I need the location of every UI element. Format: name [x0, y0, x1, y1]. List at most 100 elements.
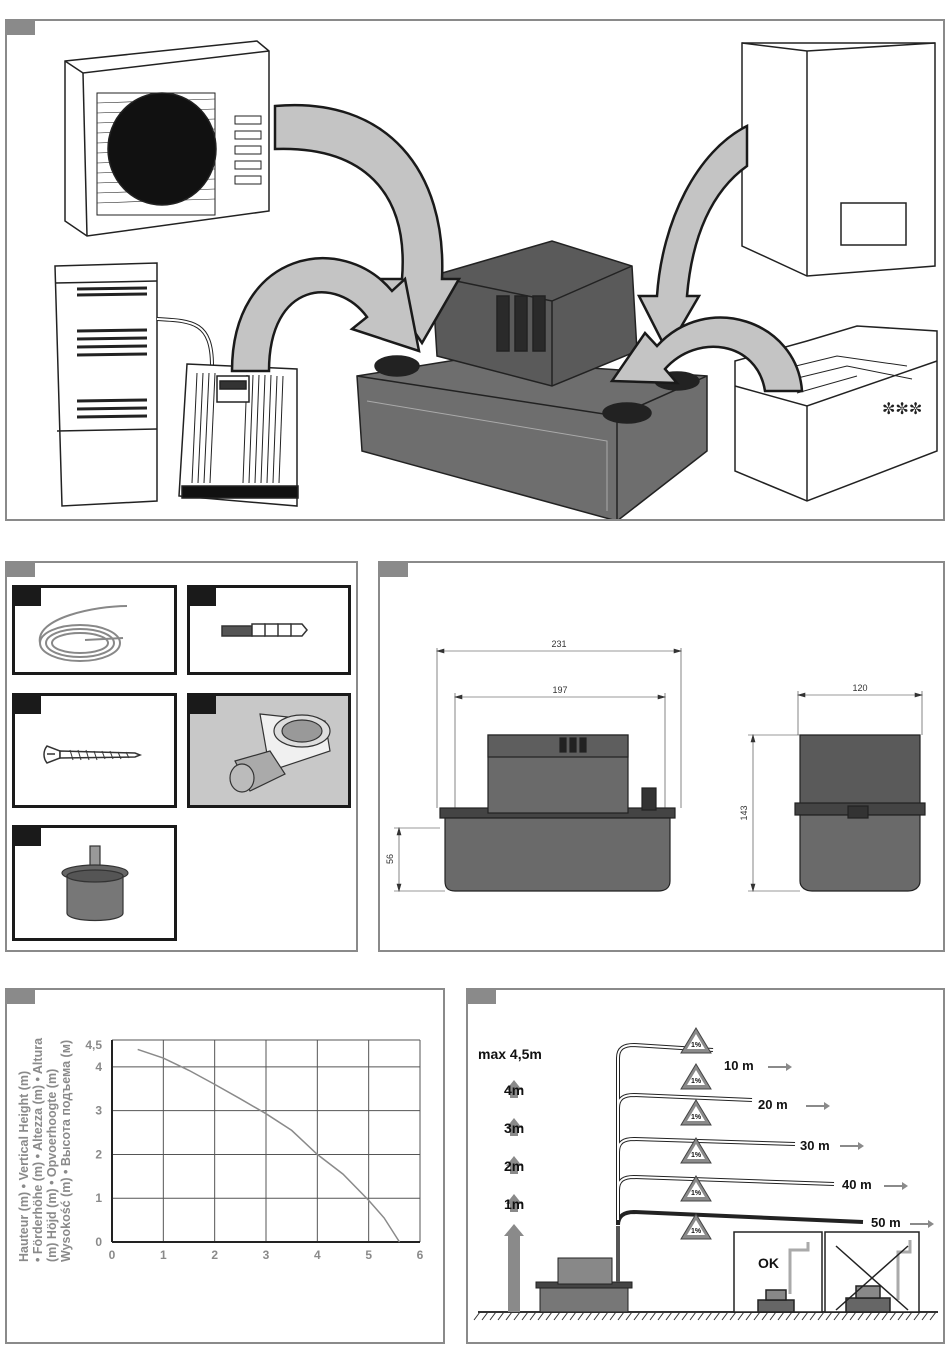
ground-hatch [698, 1312, 704, 1320]
ground-hatch [818, 1312, 824, 1320]
slope-badge-label: 1% [691, 1078, 702, 1085]
wall-plug-box [187, 585, 351, 675]
ground-hatch [874, 1312, 880, 1320]
ground-hatch [570, 1312, 576, 1320]
ground-hatch [682, 1312, 688, 1320]
y-tick-label: 1 [95, 1191, 102, 1205]
tube-coil-icon [15, 588, 175, 673]
ground-hatch [802, 1312, 808, 1320]
ok-installation-icon [734, 1232, 822, 1312]
y-tick-label: 0 [95, 1235, 102, 1249]
ground-hatch [826, 1312, 832, 1320]
dimension-drawing: 231 197 120 143 56 [380, 563, 943, 950]
ground-hatch [506, 1312, 512, 1320]
slope-badge-label: 1% [691, 1228, 702, 1235]
discharge-height-diagram: max 4,5m 4m 3m 2m 1m 1%1%1%1%1%1% [468, 990, 943, 1342]
ground-hatch [530, 1312, 536, 1320]
dim-depth: 120 [852, 683, 867, 693]
x-tick-label: 5 [365, 1248, 372, 1262]
slope-badge-label: 1% [691, 1114, 702, 1121]
x-tick-label: 6 [417, 1248, 424, 1262]
slope-badge-label: 1% [691, 1190, 702, 1197]
performance-chart-panel: Hauteur (m) • Vertical Height (m) • Förd… [5, 988, 445, 1344]
ground-hatch [922, 1312, 928, 1320]
outdoor-ac-unit-icon [65, 41, 269, 236]
y-tick-label: 2 [95, 1147, 102, 1161]
slope-badge-label: 1% [691, 1152, 702, 1159]
x-tick-label: 3 [263, 1248, 270, 1262]
applications-illustration: ✼✼✼ [7, 21, 943, 519]
accessories-panel [5, 561, 358, 952]
ground-hatch [658, 1312, 664, 1320]
ground-hatch [626, 1312, 632, 1320]
ground-hatch [474, 1312, 480, 1320]
ground-hatch [882, 1312, 888, 1320]
ground-hatch [898, 1312, 904, 1320]
ground-hatch [546, 1312, 552, 1320]
ground-hatch [490, 1312, 496, 1320]
ground-hatch [674, 1312, 680, 1320]
ground-hatch [634, 1312, 640, 1320]
ground-hatch [514, 1312, 520, 1320]
distance-label: 10 m [724, 1058, 754, 1073]
ground-hatch [762, 1312, 768, 1320]
slope-badge-icon: 1% [681, 1028, 711, 1053]
max-height-label: max 4,5m [478, 1046, 542, 1062]
ground-hatch [850, 1312, 856, 1320]
y-tick-label: 3 [95, 1104, 102, 1118]
distance-label: 40 m [842, 1177, 872, 1192]
ground-hatch [786, 1312, 792, 1320]
pump-front-view-icon [440, 735, 675, 891]
x-tick-label: 0 [109, 1248, 116, 1262]
ground-hatch [498, 1312, 504, 1320]
ground-hatch [714, 1312, 720, 1320]
ground-hatch [730, 1312, 736, 1320]
pump-small-icon [536, 1226, 632, 1312]
ground-hatch [770, 1312, 776, 1320]
evaporator-coil-icon [179, 364, 298, 506]
ground-hatch [810, 1312, 816, 1320]
slope-badge-label: 1% [691, 1042, 702, 1049]
discharge-height-panel: max 4,5m 4m 3m 2m 1m 1%1%1%1%1%1% [466, 988, 945, 1344]
ground-hatch [754, 1312, 760, 1320]
ground-hatch [554, 1312, 560, 1320]
ground-hatch [642, 1312, 648, 1320]
ground-hatch [538, 1312, 544, 1320]
ground-hatch [594, 1312, 600, 1320]
ground-line [474, 1312, 938, 1320]
ground-hatch [906, 1312, 912, 1320]
boiler-icon [742, 43, 935, 276]
level-label: 1m [504, 1196, 524, 1212]
ground-hatch [746, 1312, 752, 1320]
ground-hatch [666, 1312, 672, 1320]
slope-badge-icon: 1% [681, 1214, 711, 1239]
pump-side-view-icon [795, 735, 925, 891]
y-tick-label: 4,5 [85, 1038, 102, 1052]
slope-badge-icon: 1% [681, 1064, 711, 1089]
outlet-fitting-icon [15, 828, 175, 938]
ground-hatch [866, 1312, 872, 1320]
applications-panel: ✼✼✼ [5, 19, 945, 521]
pump-curve-line [138, 1049, 400, 1242]
ground-hatch [706, 1312, 712, 1320]
ok-label: OK [758, 1255, 779, 1271]
ground-hatch [618, 1312, 624, 1320]
ground-hatch [482, 1312, 488, 1320]
ground-hatch [930, 1312, 936, 1320]
distance-label: 50 m [871, 1215, 901, 1230]
slope-badge-icon: 1% [681, 1100, 711, 1125]
distance-label: 20 m [758, 1097, 788, 1112]
adapter-box [187, 693, 351, 808]
x-tick-label: 2 [211, 1248, 218, 1262]
ground-hatch [842, 1312, 848, 1320]
dim-width-body: 197 [552, 685, 567, 695]
arrow-from-evaporator-icon [232, 258, 419, 371]
wall-plug-icon [190, 588, 350, 673]
dim-height-total: 143 [739, 805, 749, 820]
wrong-installation-icon [825, 1232, 919, 1312]
ground-hatch [610, 1312, 616, 1320]
ground-hatch [578, 1312, 584, 1320]
x-tick-label: 1 [160, 1248, 167, 1262]
level-label: 4m [504, 1082, 524, 1098]
